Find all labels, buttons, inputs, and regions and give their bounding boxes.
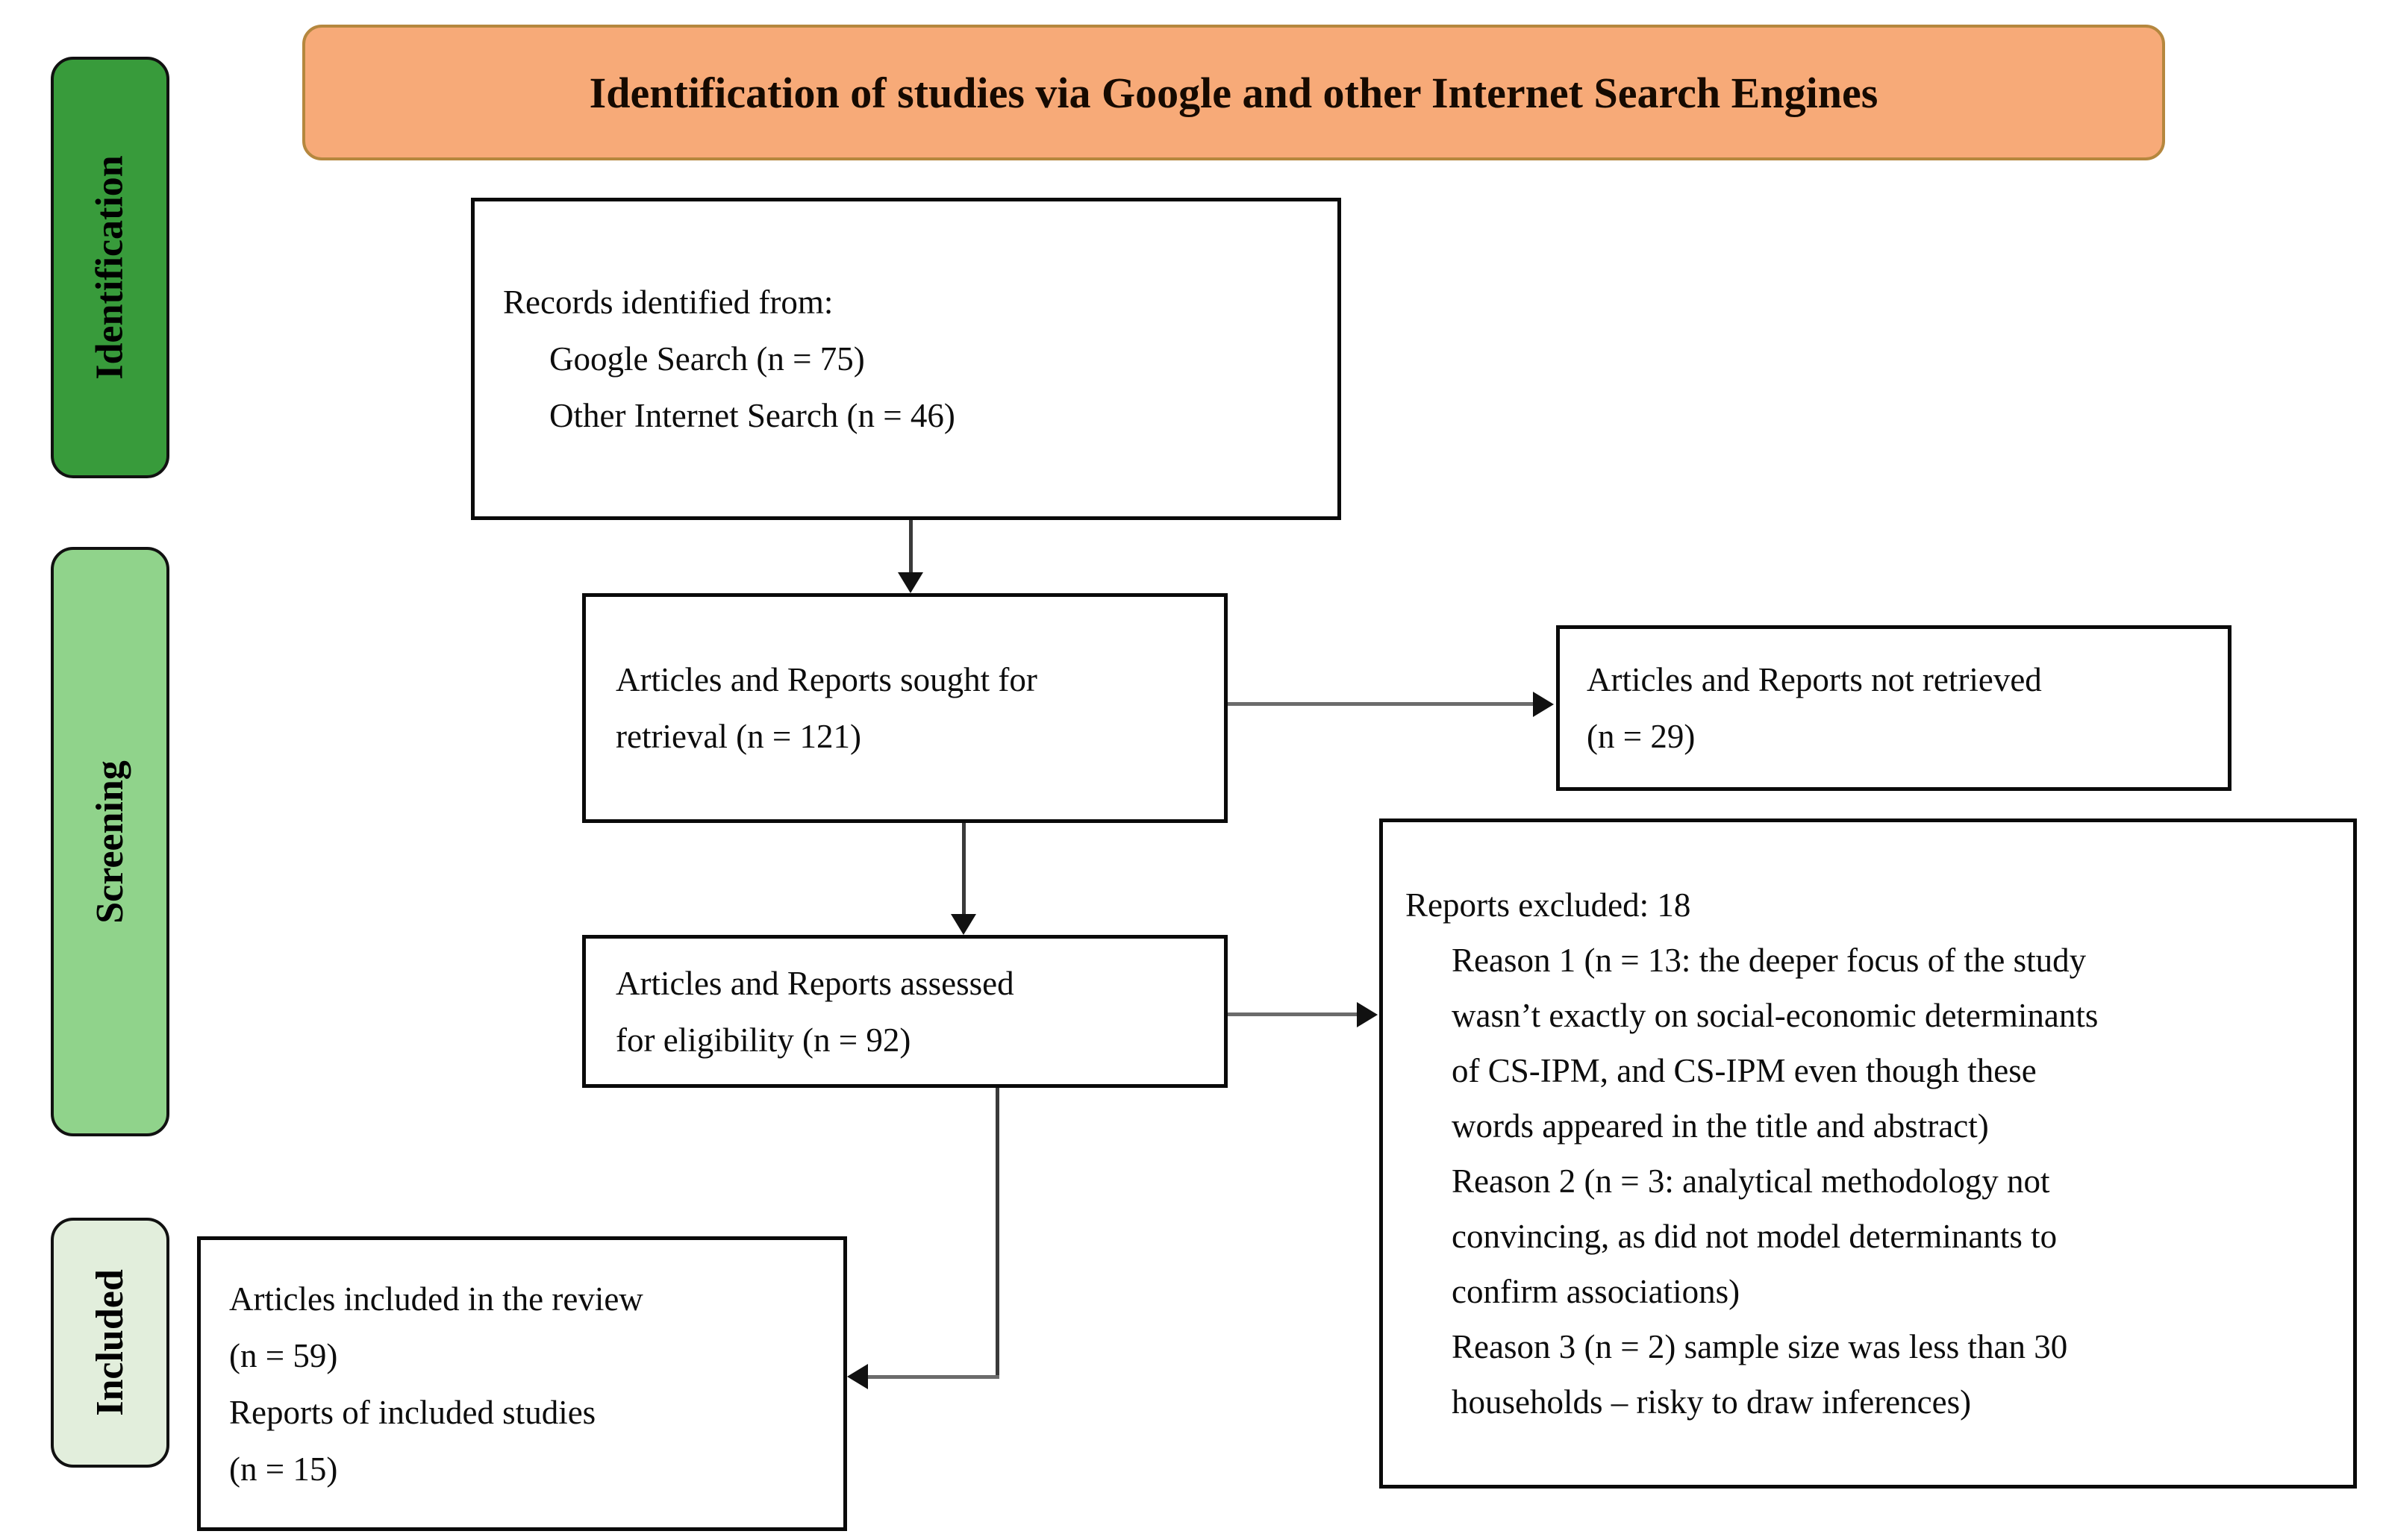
box-records-identified: Records identified from: Google Search (n… bbox=[471, 198, 1341, 520]
arrow-records-to-sought-line bbox=[909, 520, 913, 575]
arrow-assessed-to-excluded-line bbox=[1228, 1012, 1358, 1016]
box-sought-for-retrieval: Articles and Reports sought for retrieval… bbox=[582, 593, 1228, 823]
text-line: (n = 59) bbox=[229, 1336, 338, 1374]
arrow-sought-to-notretrieved-line bbox=[1228, 702, 1534, 706]
box-assessed-eligibility: Articles and Reports assessed for eligibi… bbox=[582, 935, 1228, 1088]
text-line: households – risky to draw inferences) bbox=[1452, 1383, 1972, 1421]
text-line: Reason 3 (n = 2) sample size was less th… bbox=[1452, 1328, 2068, 1365]
arrow-assessed-to-included-vline bbox=[996, 1088, 999, 1377]
text-line: convincing, as did not model determinant… bbox=[1452, 1218, 2058, 1255]
stage-label-included: Included bbox=[51, 1218, 169, 1468]
text-line: Reason 2 (n = 3: analytical methodology … bbox=[1452, 1162, 2050, 1200]
arrow-records-to-sought-head-icon bbox=[898, 572, 923, 593]
text-line: (n = 15) bbox=[229, 1450, 338, 1488]
arrow-sought-to-assessed-line bbox=[962, 823, 966, 916]
stage-label-identification-text: Identification bbox=[89, 155, 132, 380]
box-included-in-review: Articles included in the review (n = 59) R… bbox=[197, 1236, 847, 1531]
stage-label-identification: Identification bbox=[51, 57, 169, 478]
arrow-sought-to-notretrieved-head-icon bbox=[1533, 692, 1554, 717]
text-line: Reports excluded: 18 bbox=[1405, 886, 1691, 924]
text-line: Articles included in the review bbox=[229, 1280, 643, 1318]
text-line: confirm associations) bbox=[1452, 1273, 1740, 1310]
arrow-assessed-to-included-hline bbox=[868, 1375, 999, 1379]
text-line: wasn’t exactly on social-economic determ… bbox=[1452, 997, 2099, 1034]
banner-title: Identification of studies via Google and… bbox=[302, 25, 2165, 160]
stage-label-included-text: Included bbox=[89, 1269, 131, 1416]
text-line: of CS-IPM, and CS-IPM even though these bbox=[1452, 1052, 2037, 1089]
arrow-assessed-to-included-head-icon bbox=[847, 1364, 868, 1389]
text-line: Reports of included studies bbox=[229, 1393, 596, 1431]
stage-label-screening-text: Screening bbox=[89, 760, 131, 924]
text-line: retrieval (n = 121) bbox=[616, 718, 861, 755]
text-line: for eligibility (n = 92) bbox=[616, 1021, 911, 1059]
text-line: Other Internet Search (n = 46) bbox=[549, 397, 955, 434]
text-line: words appeared in the title and abstract… bbox=[1452, 1107, 1989, 1145]
box-not-retrieved: Articles and Reports not retrieved (n = 2… bbox=[1556, 625, 2231, 791]
stage-label-screening: Screening bbox=[51, 547, 169, 1136]
text-line: Google Search (n = 75) bbox=[549, 340, 865, 378]
text-line: Articles and Reports sought for bbox=[616, 661, 1037, 698]
arrow-assessed-to-excluded-head-icon bbox=[1357, 1002, 1378, 1027]
text-line: Reason 1 (n = 13: the deeper focus of th… bbox=[1452, 942, 2087, 979]
box-reports-excluded: Reports excluded: 18 Reason 1 (n = 13: th… bbox=[1379, 818, 2357, 1489]
text-line: Articles and Reports assessed bbox=[616, 964, 1014, 1002]
text-line: Records identified from: bbox=[503, 284, 834, 321]
text-line: (n = 29) bbox=[1587, 718, 1696, 755]
arrow-sought-to-assessed-head-icon bbox=[951, 914, 976, 935]
text-line: Articles and Reports not retrieved bbox=[1587, 661, 2042, 698]
